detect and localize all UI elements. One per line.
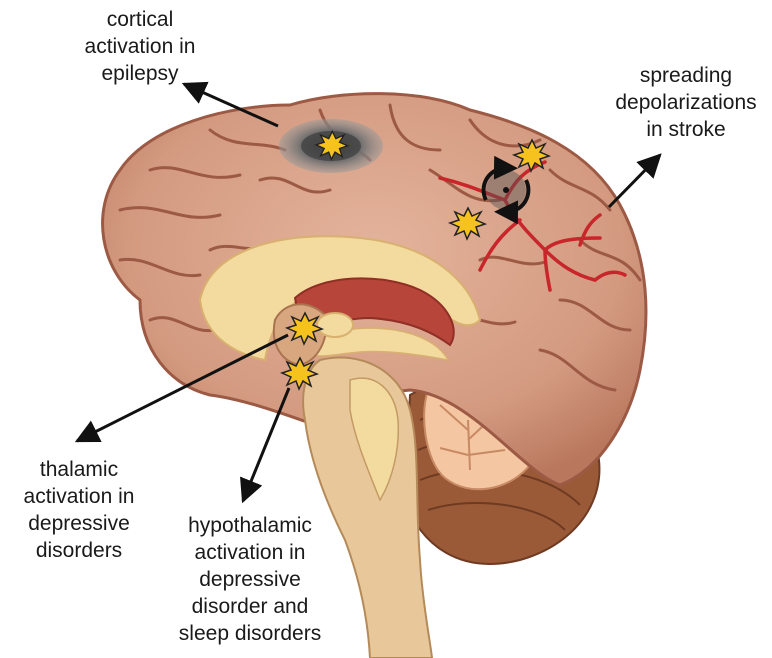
label-line: hypothalamic — [152, 512, 348, 539]
label-line: spreading — [600, 62, 772, 89]
label-line: cortical — [60, 6, 220, 33]
label-line: disorders — [0, 537, 158, 564]
label-line: depressive — [152, 566, 348, 593]
label-line: thalamic — [0, 456, 158, 483]
stroke-arrow — [609, 155, 660, 207]
label-line: sleep disorders — [152, 620, 348, 647]
label-line: disorder and — [152, 593, 348, 620]
label-line: activation in — [60, 33, 220, 60]
label-thalamic-activation: thalamic activation in depressive disord… — [0, 456, 158, 564]
label-line: epilepsy — [60, 60, 220, 87]
label-line: depressive — [0, 510, 158, 537]
label-spreading-depolarizations: spreading depolarizations in stroke — [600, 62, 772, 143]
label-line: in stroke — [600, 116, 772, 143]
label-cortical-epilepsy: cortical activation in epilepsy — [60, 6, 220, 87]
label-line: activation in — [152, 539, 348, 566]
label-hypothalamic-activation: hypothalamic activation in depressive di… — [152, 512, 348, 647]
label-line: depolarizations — [600, 89, 772, 116]
label-line: activation in — [0, 483, 158, 510]
